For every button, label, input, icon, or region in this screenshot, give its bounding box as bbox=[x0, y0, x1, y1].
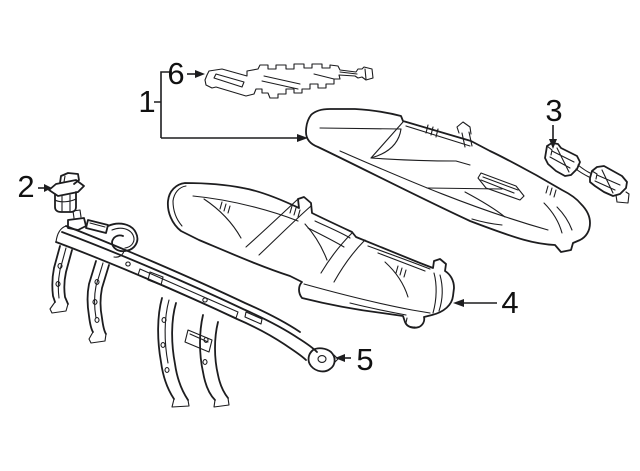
callout-4-arrowhead bbox=[453, 299, 464, 307]
callout-1-arrowhead bbox=[297, 134, 308, 142]
heater-harness-part bbox=[204, 63, 374, 99]
latch-bracket-part bbox=[544, 142, 630, 204]
callout-5-arrowhead bbox=[335, 354, 345, 362]
seat-back-cushion-part bbox=[305, 108, 591, 253]
clip-part bbox=[48, 172, 85, 213]
callout-1-label: 1 bbox=[138, 84, 155, 119]
callout-3-arrowhead bbox=[549, 139, 557, 149]
callout-6-arrowhead bbox=[195, 70, 205, 78]
callout-2-label: 2 bbox=[17, 169, 34, 204]
callout-1-bracket bbox=[154, 71, 298, 139]
callout-5-label: 5 bbox=[356, 342, 373, 377]
seat-cushion-part bbox=[167, 182, 455, 329]
callout-3-label: 3 bbox=[545, 93, 562, 128]
seat-frame-part bbox=[49, 209, 339, 408]
callouts: 1 6 2 3 4 5 bbox=[17, 56, 562, 377]
callout-2-arrowhead bbox=[44, 184, 52, 192]
callout-4-label: 4 bbox=[501, 285, 518, 320]
callout-6-label: 6 bbox=[167, 56, 184, 91]
